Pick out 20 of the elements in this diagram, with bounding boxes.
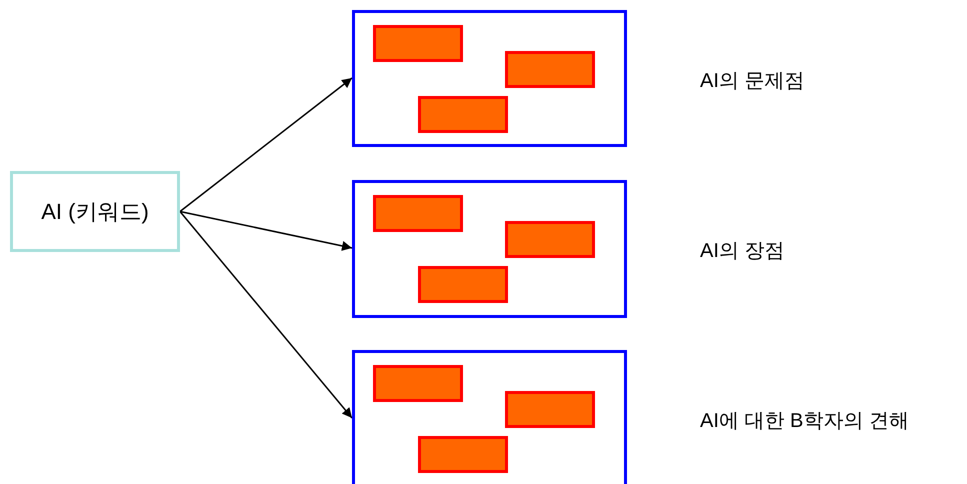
bar-box bbox=[505, 391, 595, 428]
panel-box bbox=[352, 10, 627, 147]
arrow bbox=[180, 77, 352, 212]
panel-box bbox=[352, 350, 627, 484]
bar-box bbox=[418, 266, 508, 303]
side-caption: AI의 장점 bbox=[700, 239, 784, 264]
bar-box bbox=[418, 436, 508, 473]
panel-box bbox=[352, 180, 627, 318]
bar-box bbox=[505, 221, 595, 258]
keyword-box bbox=[10, 171, 180, 252]
bar-box bbox=[418, 96, 508, 133]
bar-box bbox=[373, 25, 463, 62]
arrow bbox=[180, 210, 352, 251]
arrow bbox=[179, 211, 353, 418]
bar-box bbox=[373, 365, 463, 402]
side-caption: AI의 문제점 bbox=[700, 69, 804, 94]
side-caption: AI에 대한 B학자의 견해 bbox=[700, 409, 909, 434]
bar-box bbox=[505, 51, 595, 88]
node-text: AI (키워드) bbox=[41, 198, 149, 226]
bar-box bbox=[373, 195, 463, 232]
